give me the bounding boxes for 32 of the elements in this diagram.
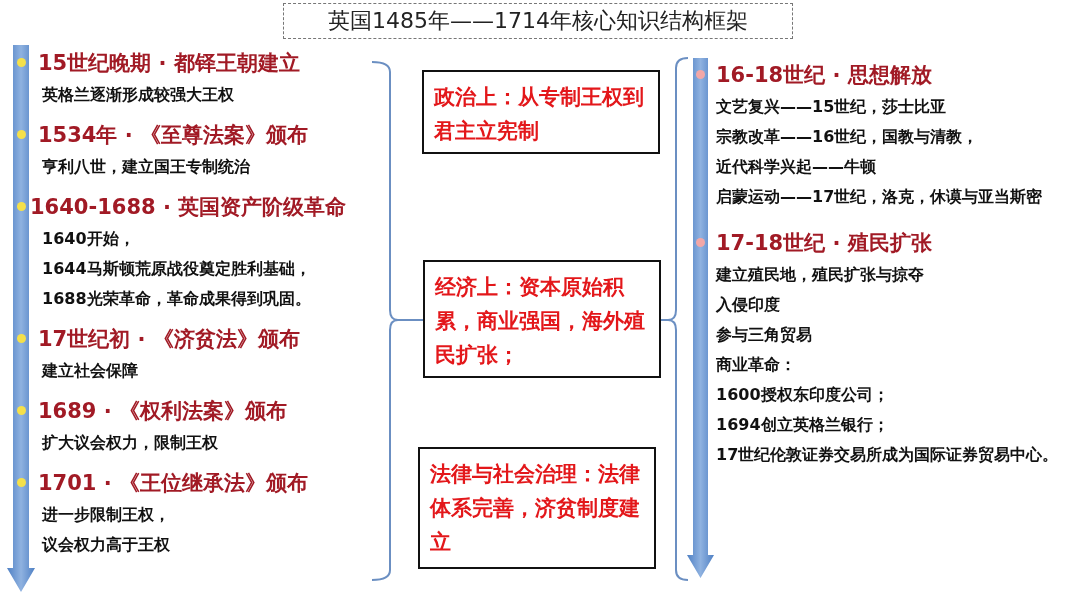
timeline-heading: 1689 · 《权利法案》颁布 <box>38 398 289 425</box>
event-note: 1694创立英格兰银行； <box>716 414 890 436</box>
event-note: 议会权力高于王权 <box>40 534 171 556</box>
summary-box: 经济上：资本原始积累，商业强国，海外殖民扩张； <box>423 260 661 378</box>
event-note: 1688光荣革命，革命成果得到巩固。 <box>41 288 312 310</box>
event-note: 建立社会保障 <box>40 360 139 382</box>
event-note: 近代科学兴起——牛顿 <box>716 156 877 178</box>
event-note: 1644马斯顿荒原战役奠定胜利基础， <box>41 258 312 280</box>
event-note: 17世纪伦敦证券交易所成为国际证券贸易中心。 <box>716 444 1060 466</box>
event-note: 宗教改革——16世纪，国教与清教， <box>716 126 980 148</box>
event-note: 启蒙运动——17世纪，洛克，休谟与亚当斯密 <box>716 186 1044 208</box>
title: 英国1485年——1714年核心知识结构框架 <box>283 3 793 39</box>
event-note: 亨利八世，建立国王专制统治 <box>41 156 251 178</box>
timeline-heading: 1640-1688 · 英国资产阶级革命 <box>30 194 348 221</box>
event-note: 进一步限制王权， <box>41 504 171 526</box>
timeline-heading: 1701 · 《王位继承法》颁布 <box>38 470 310 497</box>
timeline-heading: 16-18世纪 · 思想解放 <box>716 62 933 89</box>
event-note: 扩大议会权力，限制王权 <box>40 432 219 454</box>
event-note: 入侵印度 <box>716 294 781 316</box>
event-note: 参与三角贸易 <box>716 324 813 346</box>
event-note: 建立殖民地，殖民扩张与掠夺 <box>716 264 925 286</box>
summary-box: 法律与社会治理：法律体系完善，济贫制度建立 <box>418 447 656 569</box>
event-note: 1600授权东印度公司； <box>716 384 890 406</box>
timeline-heading: 1534年 · 《至尊法案》颁布 <box>38 122 310 149</box>
event-note: 英格兰逐渐形成较强大王权 <box>41 84 235 106</box>
event-note: 文艺复兴——15世纪，莎士比亚 <box>716 96 948 118</box>
timeline-heading: 17-18世纪 · 殖民扩张 <box>716 230 933 257</box>
event-note: 商业革命： <box>716 354 797 376</box>
event-note: 1640开始， <box>41 228 136 250</box>
timeline-heading: 15世纪晚期 · 都铎王朝建立 <box>38 50 301 77</box>
timeline-heading: 17世纪初 · 《济贫法》颁布 <box>38 326 301 353</box>
summary-box: 政治上：从专制王权到君主立宪制 <box>422 70 660 154</box>
